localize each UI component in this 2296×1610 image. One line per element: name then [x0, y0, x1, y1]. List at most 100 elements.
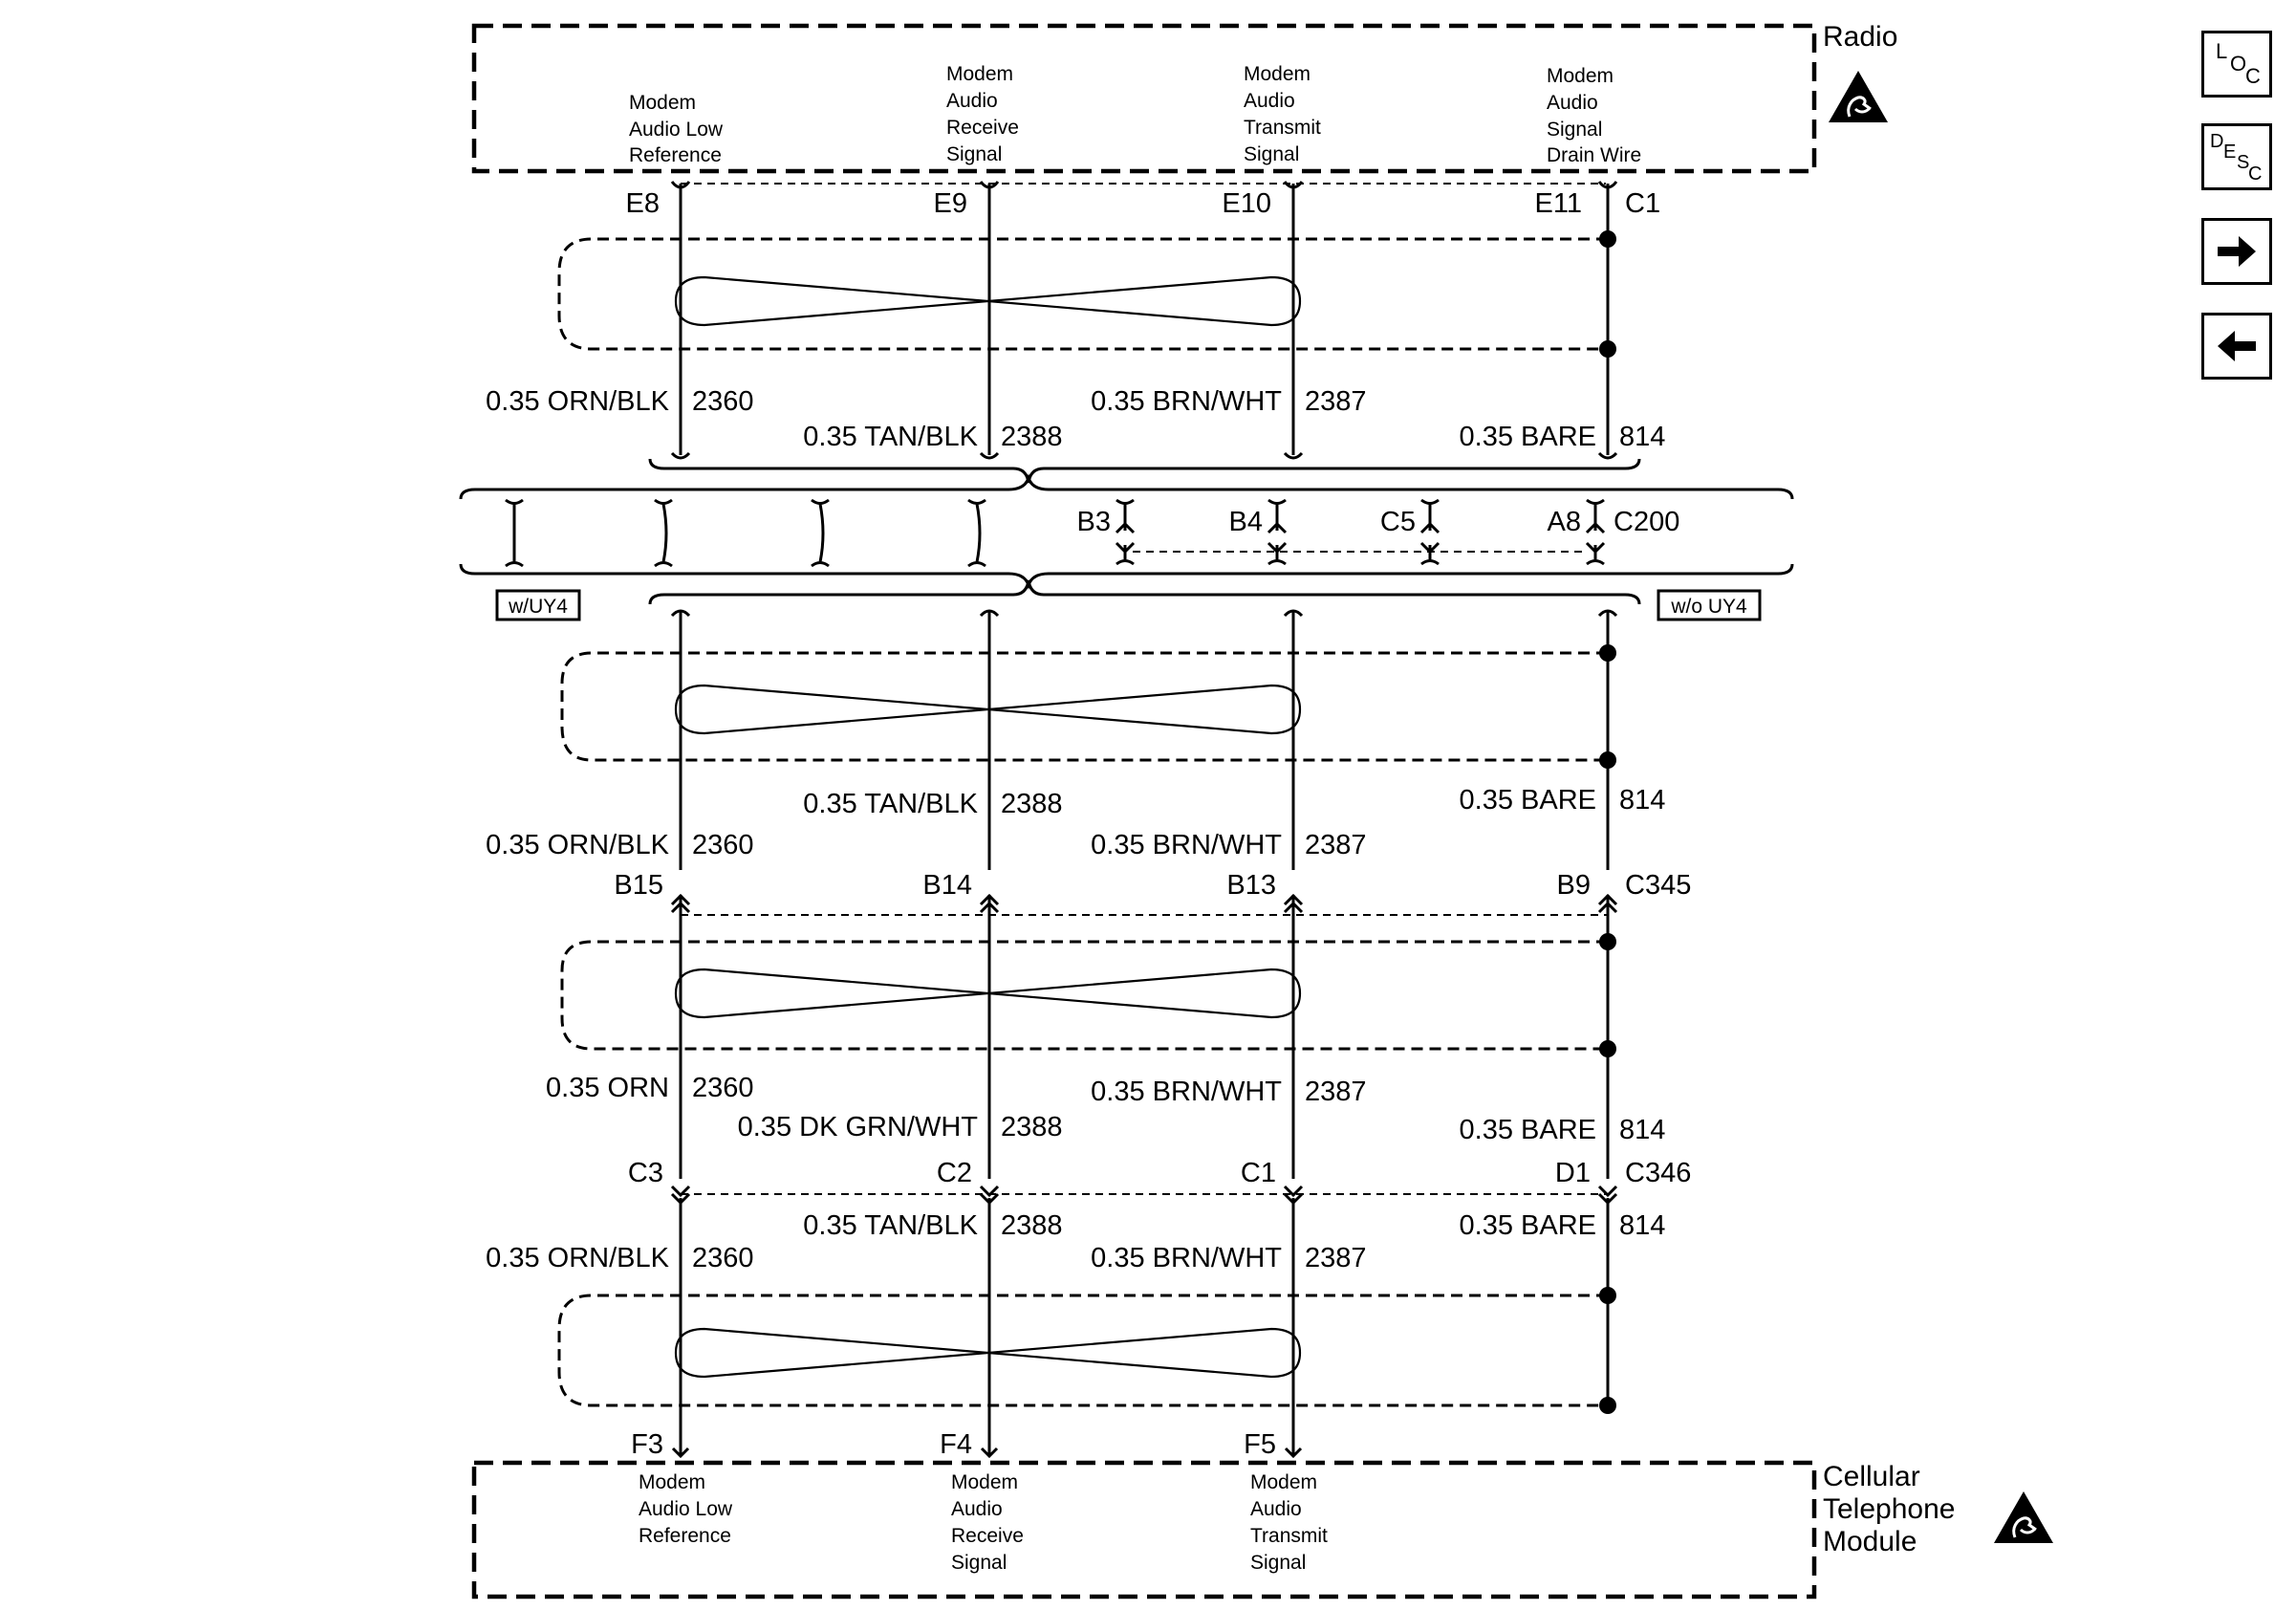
connector-label-c345: C345	[1625, 870, 1691, 901]
circuit-number-2388: 2388	[1001, 422, 1063, 452]
radio-desc-line: Transmit	[1244, 117, 1321, 139]
module-title-line: Telephone	[1823, 1493, 1955, 1525]
module-desc-line: Signal	[951, 1552, 1007, 1574]
module-title-line: Cellular	[1823, 1461, 1920, 1492]
loc-button[interactable]: L O C	[2201, 31, 2272, 98]
prev-button[interactable]	[2201, 313, 2272, 380]
wire-spec-2388: 0.35 TAN/BLK	[803, 789, 978, 819]
circuit-number-2387: 2387	[1305, 830, 1367, 860]
circuit-number-814: 814	[1619, 422, 1665, 452]
next-button[interactable]	[2201, 218, 2272, 285]
radio-desc-line: Reference	[629, 144, 722, 166]
circuit-number-2388: 2388	[1001, 1210, 1063, 1241]
loc-letter: C	[2245, 64, 2261, 88]
c200-terminals	[1115, 498, 1606, 566]
radio-desc-line: Audio	[1244, 90, 1295, 112]
wire-spec-2387: 0.35 BRN/WHT	[1091, 1243, 1282, 1273]
circuit-number-2360: 2360	[692, 1073, 754, 1103]
connector-label-c346: C346	[1625, 1158, 1691, 1188]
shield-twisted-pair-3	[560, 933, 1616, 1057]
option-label-with-uy4: w/UY4	[508, 596, 568, 618]
pin-label-c1: C1	[1241, 1158, 1276, 1188]
pin-label-b13: B13	[1226, 870, 1276, 901]
loc-icon: L O C	[2216, 39, 2261, 88]
radio-desc-line: Signal	[946, 143, 1002, 165]
radio-desc-line: Receive	[946, 117, 1019, 139]
harness-2-wire-ends	[670, 609, 1618, 618]
module-desc-line: Modem	[951, 1471, 1018, 1493]
desc-button[interactable]: D E S C	[2201, 123, 2272, 190]
module-title-line: Module	[1823, 1526, 1917, 1557]
radio-desc-line: Modem	[1244, 63, 1310, 85]
option-box-with-uy4	[495, 589, 581, 621]
radio-pin-terminals	[670, 181, 1618, 189]
esd-warning-icon	[1992, 1490, 2055, 1545]
module-desc-line: Modem	[639, 1471, 705, 1493]
pin-label-b9: B9	[1557, 870, 1591, 901]
module-pin-terminals	[671, 1447, 1303, 1459]
esd-warning-icon	[1827, 69, 1890, 124]
wire-spec-814: 0.35 BARE	[1460, 1210, 1596, 1241]
pin-label-f4: F4	[940, 1429, 972, 1460]
pin-label-f3: F3	[631, 1429, 663, 1460]
w-uy4-jumpers	[505, 498, 986, 568]
circuit-number-814: 814	[1619, 1115, 1665, 1145]
loc-letter: O	[2230, 52, 2246, 76]
circuit-number-2388: 2388	[1001, 1112, 1063, 1142]
wire-spec-2360: 0.35 ORN/BLK	[486, 386, 669, 417]
wire-spec-2387: 0.35 BRN/WHT	[1091, 386, 1282, 417]
shield-twisted-pair-1	[557, 230, 1616, 358]
module-desc-line: Receive	[951, 1525, 1024, 1547]
shield-twisted-pair-2	[560, 644, 1616, 769]
option-brace-top	[459, 458, 1794, 500]
loc-letter: L	[2216, 39, 2227, 63]
circuit-number-2387: 2387	[1305, 1077, 1367, 1107]
pin-label-d1: D1	[1555, 1158, 1591, 1188]
module-desc-line: Audio	[1250, 1498, 1302, 1520]
option-label-without-uy4: w/o UY4	[1670, 596, 1747, 618]
wire-spec-814: 0.35 BARE	[1460, 422, 1596, 452]
c345-terminals	[670, 893, 1618, 914]
radio-desc-line: Signal	[1547, 119, 1602, 141]
module-desc-line: Modem	[1250, 1471, 1317, 1493]
connector-label-c200: C200	[1614, 507, 1679, 537]
pin-label-f5: F5	[1244, 1429, 1276, 1460]
circuit-number-2388: 2388	[1001, 789, 1063, 819]
radio-desc-line: Signal	[1244, 143, 1299, 165]
radio-desc-line: Modem	[1547, 65, 1614, 87]
option-box-without-uy4	[1657, 589, 1762, 621]
radio-desc-e10: Modem Audio Transmit Signal	[1244, 63, 1321, 165]
radio-desc-e11: Modem Audio Signal Drain Wire	[1547, 65, 1641, 166]
circuit-number-2387: 2387	[1305, 386, 1367, 417]
module-desc-line: Reference	[639, 1525, 731, 1547]
circuit-number-814: 814	[1619, 1210, 1665, 1241]
pin-label-a8: A8	[1548, 507, 1581, 537]
circuit-number-814: 814	[1619, 785, 1665, 816]
option-brace-bottom	[459, 563, 1794, 605]
module-desc-line: Audio Low	[639, 1498, 733, 1520]
pin-label-c5: C5	[1380, 507, 1416, 537]
module-desc-line: Audio	[951, 1498, 1003, 1520]
connector-label-c1: C1	[1625, 188, 1660, 219]
pin-label-c3: C3	[628, 1158, 663, 1188]
circuit-number-2387: 2387	[1305, 1243, 1367, 1273]
wire-spec-2360: 0.35 ORN/BLK	[486, 1243, 669, 1273]
module-desc-line: Signal	[1250, 1552, 1306, 1574]
radio-desc-line: Audio	[946, 90, 998, 112]
pin-label-b3: B3	[1077, 507, 1111, 537]
wire-spec-2387: 0.35 BRN/WHT	[1091, 1077, 1282, 1107]
radio-desc-line: Modem	[629, 92, 696, 114]
wire-spec-2388: 0.35 TAN/BLK	[803, 1210, 978, 1241]
wire-spec-814: 0.35 BARE	[1460, 1115, 1596, 1145]
arrow-left-icon	[2218, 331, 2256, 361]
cellular-module-component-box	[471, 1460, 1817, 1599]
module-desc-f5: Modem Audio Transmit Signal	[1250, 1471, 1328, 1574]
wire-spec-2388: 0.35 TAN/BLK	[803, 422, 978, 452]
wire-spec-2388: 0.35 DK GRN/WHT	[738, 1112, 979, 1142]
wire-spec-2360: 0.35 ORN/BLK	[486, 830, 669, 860]
module-desc-f3: Modem Audio Low Reference	[639, 1471, 733, 1547]
pin-label-c2: C2	[937, 1158, 972, 1188]
shield-twisted-pair-4	[557, 1287, 1616, 1414]
circuit-number-2360: 2360	[692, 1243, 754, 1273]
